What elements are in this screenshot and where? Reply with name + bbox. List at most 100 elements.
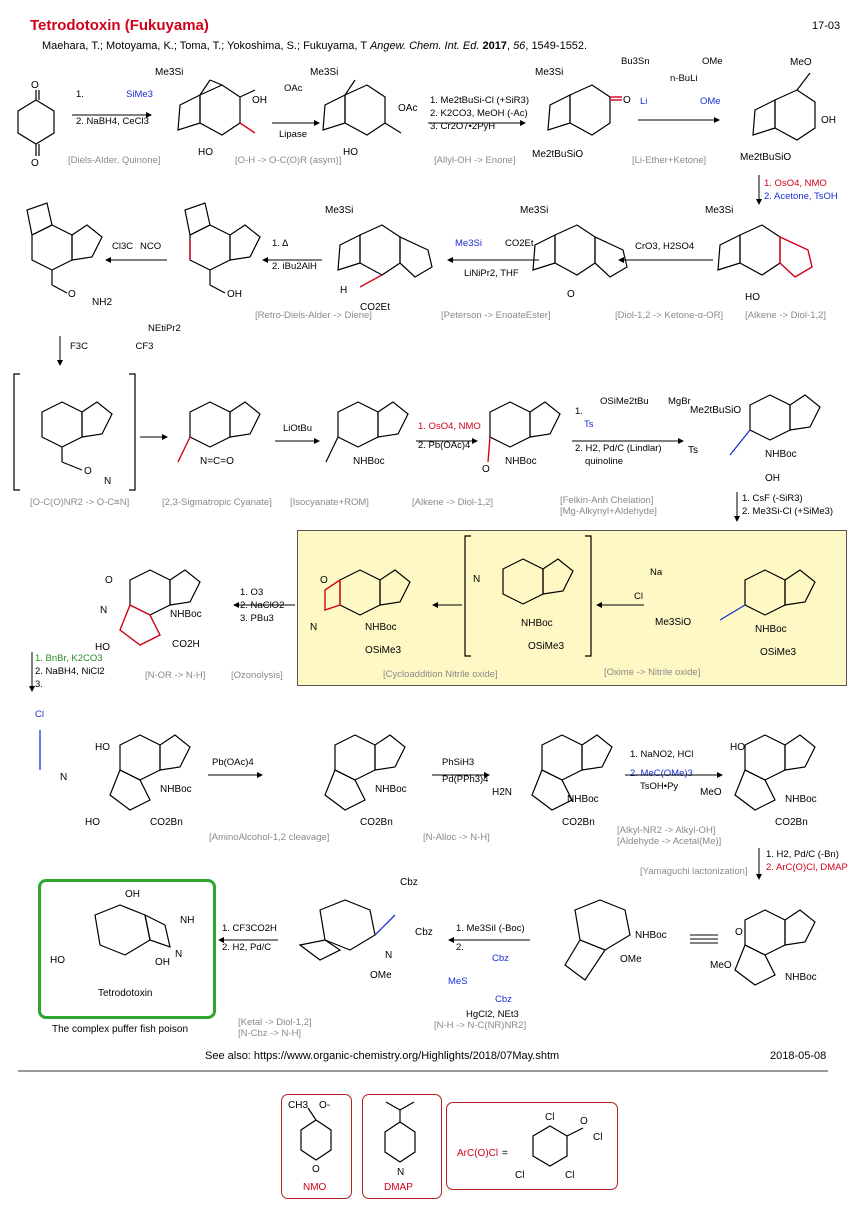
svg-text:NHBoc: NHBoc (765, 449, 797, 460)
step15-caption: [Oxime -> Nitrile oxide] (604, 667, 701, 678)
svg-text:Me2tBuSiO: Me2tBuSiO (532, 149, 583, 160)
step6-reagents: CrO3, H2SO4 (635, 241, 695, 252)
mes-label: MeS (448, 976, 468, 987)
arrow-step6 (618, 257, 713, 263)
page-title: Tetrodotoxin (Fukuyama) (30, 17, 209, 34)
arrow-step14 (572, 438, 684, 444)
svg-text:CO2Bn: CO2Bn (562, 817, 595, 828)
svg-text:N: N (60, 772, 67, 783)
cyanate-bracket: O N (13, 373, 136, 491)
arrow-step1 (72, 112, 152, 118)
svg-text:O: O (482, 464, 490, 475)
aldehyde-structure: O NHBoc (482, 401, 561, 475)
step13-reagents: 1. OsO4, NMO 2. Pb(OAc)4 (418, 421, 481, 451)
arrow-step16 (596, 602, 644, 608)
pboac4-reagent: Pb(OAc)4 (212, 757, 254, 768)
svg-text:NHBoc: NHBoc (755, 624, 787, 635)
arrow-step23-down (756, 848, 762, 880)
step25-caption: [Ketal -> Diol-1,2] [N-Cbz -> N-H] (238, 1017, 312, 1039)
svg-text:CO2H: CO2H (172, 639, 200, 650)
cbz-label-2: Cbz (495, 994, 512, 1005)
step15-reagents: 1. CsF (-SiR3) 2. Me3Si-Cl (+SiMe3) (742, 493, 834, 517)
alloc-benzyl-structure: N HO NHBoc HO CO2Bn (39, 730, 192, 828)
step14-reagents-b: 2. H2, Pd/C (Lindlar) quinoline (575, 443, 662, 467)
legend-nmo (281, 1094, 352, 1199)
step22-caption: [Alkyl-NR2 -> Alkyl-OH] [Aldehyde -> Ace… (617, 825, 722, 847)
step13-caption: [Alkene -> Diol-1,2] (412, 497, 494, 508)
svg-text:NH: NH (180, 915, 194, 926)
lioBu-reagent: LiOtBu (283, 423, 313, 434)
arrow-step5-down (756, 175, 762, 205)
tbs-label: OSiMe2tBu (600, 396, 649, 407)
step3-caption: [Allyl-OH -> Enone] (434, 155, 516, 166)
svg-text:Me3Si: Me3Si (705, 205, 733, 216)
svg-text:OH: OH (252, 95, 267, 106)
svg-text:HO: HO (95, 742, 110, 753)
step8-reagents: 1. Δ 2. iBu2AlH (272, 238, 317, 272)
svg-text:Me3Si: Me3Si (155, 67, 183, 78)
svg-text:HO: HO (198, 147, 213, 158)
mom-alcohol-structure: MeO OH Me2tBuSiO (740, 57, 836, 163)
arrow-step10-down (57, 336, 63, 366)
legend-nmo-label: NMO (303, 1182, 327, 1193)
svg-text:Ts: Ts (688, 445, 698, 456)
svg-text:N: N (397, 1167, 404, 1178)
svg-text:CO2Bn: CO2Bn (775, 817, 808, 828)
lactone-structure: O MeO NHBoc (710, 909, 817, 986)
arrow-step20 (208, 772, 263, 778)
arrow-step4 (638, 117, 720, 123)
equiv-sign (690, 934, 718, 944)
arrow-step17 (432, 602, 462, 608)
step5-reagents: 1. OsO4, NMO 2. Acetone, TsOH (764, 178, 838, 202)
legend-eq: = (502, 1148, 508, 1159)
svg-text:N: N (310, 622, 317, 633)
amine-structure: H2N NHBoc CO2Bn (492, 734, 613, 828)
svg-text:O: O (312, 1164, 320, 1175)
tfaa-reagent: F3C CF3 (70, 341, 154, 352)
svg-text:MeO: MeO (790, 57, 812, 68)
step19-reagents: 1. BnBr, K2CO3 2. NaBH4, NiCl2 3. (35, 653, 105, 690)
acetate-structure: Me3Si OAc HO (310, 67, 417, 158)
svg-text:CO2Bn: CO2Bn (150, 817, 183, 828)
dmap-structure: N (384, 1101, 416, 1178)
lactol-acid-structure: O N NHBoc HO CO2H (95, 569, 202, 653)
arrow-step19-down (29, 652, 35, 692)
step11-caption: [2,3-Sigmatropic Cyanate] (162, 497, 272, 508)
legend-dmap (362, 1094, 442, 1199)
citation-journal: Angew. Chem. Int. Ed. (369, 40, 480, 52)
svg-text:O: O (580, 1116, 588, 1127)
arrow-step2 (272, 120, 320, 126)
na-label: Na (650, 567, 663, 578)
cbz-label-1: Cbz (492, 953, 509, 964)
step1-reagents: 1. 2. NaBH4, CeCl3 (76, 89, 149, 127)
ketone-acetonide-structure: Me3Si O (520, 205, 628, 300)
svg-text:N: N (473, 574, 480, 585)
legend-dmap-label: DMAP (384, 1182, 413, 1193)
ts-label: Ts (584, 419, 594, 430)
step14-reagents-a: 1. (575, 406, 583, 417)
citation: Maehara, T.; Motoyama, K.; Toma, T.; Yok… (42, 40, 588, 52)
svg-text:Cl: Cl (515, 1170, 524, 1181)
step18-caption: [Ozonolysis] (231, 670, 283, 681)
oac-reagent: OAc (284, 83, 303, 94)
guanidine-structure: Cbz Cbz N OMe (298, 877, 433, 981)
nbuli-reagent: n-BuLi (670, 73, 698, 84)
svg-text:NHBoc: NHBoc (170, 609, 202, 620)
step18-reagents: 1. O3 2. NaClO2 3. PBu3 (240, 587, 285, 624)
citation-volume: 56 (513, 40, 526, 52)
arrow-step7 (447, 257, 539, 263)
see-also-link[interactable]: See also: https://www.organic-chemistry.… (205, 1050, 560, 1062)
nmo-structure: CH3 O- O (288, 1100, 332, 1175)
svg-text:NH2: NH2 (92, 297, 112, 308)
step19-caption: [N-OR -> N-H] (145, 670, 206, 681)
arrow-step21 (432, 772, 490, 778)
arrow-step8 (262, 257, 322, 263)
svg-text:Me2tBuSiO: Me2tBuSiO (740, 152, 791, 163)
carbamate-structure: O NH2 (26, 202, 112, 308)
arrow-step24 (448, 937, 530, 943)
step23-reagents: 1. H2, Pd/C (-Bn) 2. ArC(O)Cl, DMAP (766, 849, 848, 873)
aroyl-chloride-structure: Cl O Cl Cl Cl (515, 1112, 602, 1181)
cl3c-reagent: Cl3C (112, 241, 134, 252)
lindlar-product-structure: Me2tBuSiO Ts NHBoc OH (688, 394, 821, 484)
arrow-step13 (416, 438, 478, 444)
